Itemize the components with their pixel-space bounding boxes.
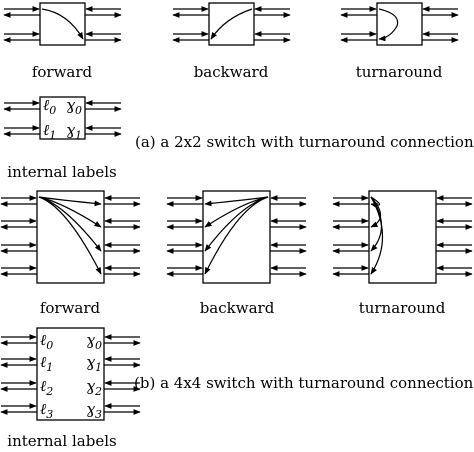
label-subscript: 1 — [95, 361, 102, 374]
caption-backward-2x2: backward — [194, 63, 269, 81]
switch-box — [39, 96, 86, 140]
switch-2x2-turnaround — [340, 2, 459, 46]
label-subscript: 3 — [95, 408, 102, 421]
switch-box — [36, 327, 105, 421]
caption-4x4-switch: (b) a 4x4 switch with turnaround connect… — [134, 374, 474, 392]
label-subscript: 3 — [46, 408, 53, 421]
caption-forward-4x4: forward — [40, 299, 101, 317]
label-subscript: 0 — [75, 104, 82, 117]
label-subscript: 1 — [49, 129, 56, 142]
caption-2x2-switch: (a) a 2x2 switch with turnaround connect… — [135, 133, 474, 151]
switch-box — [39, 2, 86, 46]
label-subscript: 0 — [49, 104, 56, 117]
internal-connection-arrow — [38, 196, 102, 275]
caption-internal-labels-4x4: internal labels — [7, 432, 116, 450]
internal-connection-arrow — [41, 8, 84, 40]
label-subscript: 2 — [94, 385, 102, 398]
internal-connection-arrow — [378, 8, 399, 42]
caption-backward-4x4: backward — [200, 299, 275, 317]
label-subscript: 0 — [95, 339, 102, 352]
label-subscript: 1 — [75, 129, 82, 142]
label-subscript: 2 — [45, 385, 53, 398]
switch-4x4-forward — [0, 190, 141, 284]
caption-forward-2x2: forward — [32, 63, 93, 81]
switch-box — [36, 190, 105, 284]
switch-2x2-backward — [172, 2, 291, 46]
caption-turnaround-4x4: turnaround — [359, 299, 446, 317]
switch-box — [208, 2, 255, 46]
internal-connection-arrow — [210, 8, 253, 40]
switch-box — [376, 2, 423, 46]
switch-box — [202, 190, 271, 284]
caption-internal-labels-2x2: internal labels — [7, 163, 116, 181]
label-subscript: 0 — [46, 339, 53, 352]
label-subscript: 1 — [46, 361, 53, 374]
switch-4x4-turnaround — [332, 190, 473, 284]
switch-2x2-forward — [3, 2, 122, 46]
internal-connection-arrow — [204, 196, 269, 275]
caption-turnaround-2x2: turnaround — [356, 63, 443, 81]
switch-4x4-backward — [166, 190, 307, 284]
internal-connection-arrow — [370, 196, 381, 209]
internal-connection-arrow — [370, 196, 384, 275]
